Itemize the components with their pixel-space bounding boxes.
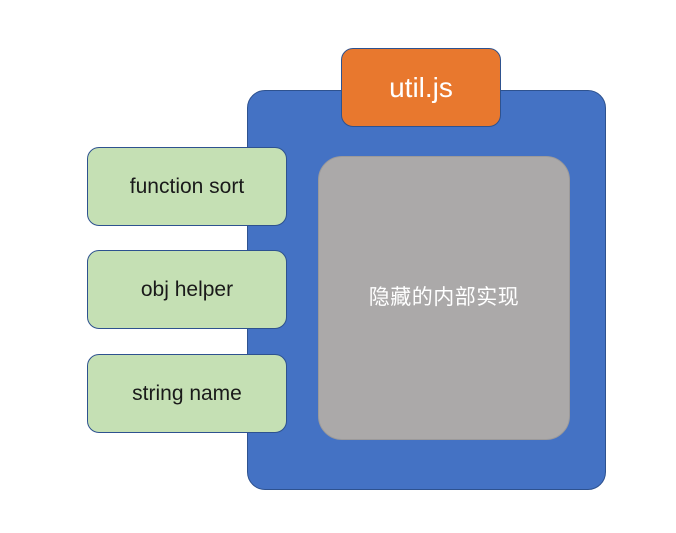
hidden-internals-label: 隐藏的内部实现: [368, 286, 520, 310]
hidden-internals-box: 隐藏的内部实现: [318, 156, 570, 440]
export-box-label: obj helper: [140, 277, 234, 301]
export-box-obj-helper: obj helper: [87, 250, 287, 329]
module-title-badge: util.js: [341, 48, 501, 127]
export-box-string-name: string name: [87, 354, 287, 433]
export-box-label: string name: [132, 381, 242, 405]
module-title-label: util.js: [389, 71, 453, 103]
export-box-function-sort: function sort: [87, 147, 287, 226]
export-box-label: function sort: [129, 174, 245, 198]
